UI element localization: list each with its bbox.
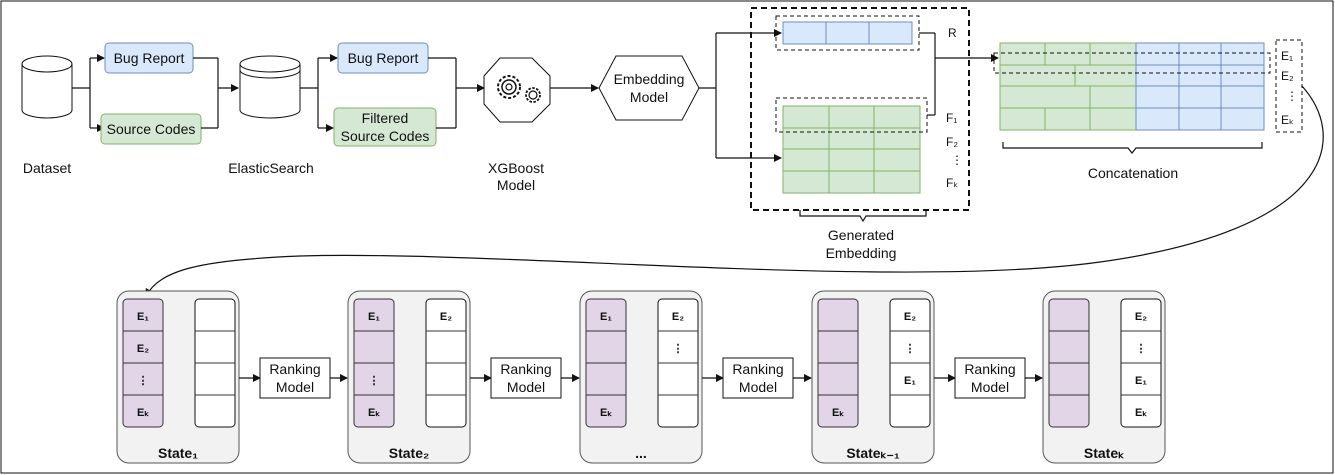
ranking-model-line1: Ranking — [732, 361, 783, 377]
ranking-model-line1: Ranking — [964, 361, 1015, 377]
ranking-model-line2: Model — [971, 379, 1009, 395]
state-cell-label: Eₖ — [832, 407, 844, 419]
state-title: ... — [635, 445, 647, 461]
e1-label: E₁ — [1281, 49, 1293, 63]
gear-icon — [497, 75, 521, 99]
embedding-model-line2: Model — [630, 89, 668, 105]
bracket — [1002, 142, 1263, 154]
state-title: Stateₖ₋₁ — [846, 445, 900, 461]
bug-report-label-2: Bug Report — [348, 50, 419, 66]
f1-label: F₁ — [946, 111, 957, 125]
ranking-model-line1: Ranking — [269, 361, 320, 377]
state-cell-label: E₁ — [904, 375, 916, 387]
r-vector — [782, 21, 913, 45]
xgboost-line1: XGBoost — [488, 160, 544, 176]
fk-label: Fₖ — [946, 176, 958, 190]
filtered-source-codes-box — [333, 107, 437, 147]
xgboost-octagon — [483, 57, 551, 123]
ek-label: Eₖ — [1281, 113, 1294, 127]
state-cell-label: E₂ — [904, 311, 916, 323]
ranking-model-box — [722, 357, 794, 399]
filtered-source-codes-line1: Filtered — [362, 110, 409, 126]
r-label: R — [948, 26, 957, 40]
state-cell-label: ⋮ — [673, 343, 684, 355]
embedding-model-line1: Embedding — [614, 71, 685, 87]
state-cell-label: E₂ — [1135, 311, 1147, 323]
dataset-cylinder-icon — [21, 55, 73, 119]
f-dots: ⋮ — [951, 153, 963, 167]
state-cell-label: E₂ — [672, 311, 684, 323]
elasticsearch-cylinder-icon — [239, 55, 301, 119]
bracket — [799, 210, 927, 223]
state-cell-label: ⋮ — [1136, 343, 1147, 355]
ranking-model-line2: Model — [739, 379, 777, 395]
f2-label: F₂ — [946, 135, 958, 149]
ranking-model-box — [259, 357, 331, 399]
state-title: State₂ — [389, 445, 429, 461]
filtered-source-codes-line2: Source Codes — [341, 128, 430, 144]
gear-icon — [525, 87, 541, 103]
e-dots: ⋮ — [1286, 89, 1298, 103]
embedding-model-hexagon — [598, 55, 700, 121]
state-cell-label: Eₖ — [368, 407, 380, 419]
state-cell-label: Eₖ — [1135, 407, 1147, 419]
state-cell-label: ⋮ — [905, 343, 916, 355]
state-title: State₁ — [158, 445, 198, 461]
state-cell-label: ⋮ — [369, 375, 380, 387]
ranking-model-line1: Ranking — [500, 361, 551, 377]
ranking-model-line2: Model — [507, 379, 545, 395]
dataset-label: Dataset — [23, 160, 71, 176]
state-cell-label: E₂ — [440, 311, 452, 323]
source-codes-box — [100, 113, 202, 145]
state-cell-label: E₁ — [137, 311, 149, 323]
concatenation-label: Concatenation — [1088, 165, 1178, 181]
bug-report-label: Bug Report — [114, 50, 185, 66]
state-cell-label: E₁ — [1135, 375, 1147, 387]
curved-arrow — [145, 85, 1324, 297]
ranking-model-line2: Model — [276, 379, 314, 395]
elasticsearch-label: ElasticSearch — [228, 160, 314, 176]
state-cell-label: E₂ — [137, 343, 149, 355]
generated-embedding-line1: Generated — [828, 227, 894, 243]
state-cell-label: Eₖ — [600, 407, 612, 419]
ranking-model-box — [954, 357, 1026, 399]
generated-embedding-line2: Embedding — [826, 245, 897, 261]
concat-row-highlight — [993, 52, 1271, 74]
state-title: Stateₖ — [1084, 445, 1124, 461]
state-cell-label: ⋮ — [138, 375, 149, 387]
state-cell-label: Eₖ — [137, 407, 149, 419]
r-highlight — [775, 15, 920, 51]
state-cell-label: E₁ — [368, 311, 380, 323]
source-codes-label: Source Codes — [107, 121, 196, 137]
e2-label: E₂ — [1281, 69, 1294, 83]
state-cell-label: E₁ — [600, 311, 612, 323]
xgboost-line2: Model — [497, 177, 535, 193]
